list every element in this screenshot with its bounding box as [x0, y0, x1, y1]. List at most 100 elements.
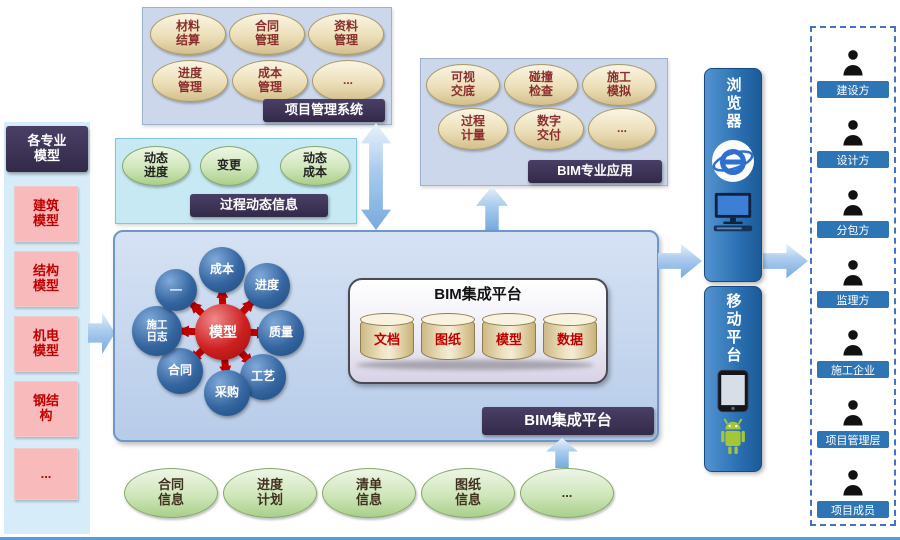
input-label: ... [561, 484, 573, 500]
process-item-change: 变更 [200, 146, 258, 186]
input-label: 清单 信息 [355, 477, 382, 507]
stakeholder-owner: 建设方 [816, 34, 890, 98]
stakeholder-label: 建设方 [817, 81, 889, 98]
cylinder-documents: 文档 [360, 313, 414, 360]
input-schedule-plan: 进度 计划 [223, 468, 317, 518]
process-item-label: 动态 成本 [302, 151, 327, 179]
hub-node-label: 质量 [268, 325, 293, 340]
hub-center-model: 模型 [195, 304, 251, 360]
input-label: 进度 计划 [256, 477, 283, 507]
app-item-label: 可视 交底 [450, 70, 475, 98]
worker-icon [836, 395, 870, 429]
hub-node-label: — [170, 282, 182, 297]
worker-icon [836, 185, 870, 219]
browser-channel: 浏览器 [704, 68, 762, 282]
hub-node-label: 采购 [214, 385, 239, 400]
input-drawing-info: 图纸 信息 [421, 468, 515, 518]
arrow-models-to-platform [88, 311, 115, 355]
app-item-clash: 碰撞 检查 [504, 64, 578, 106]
stakeholder-designer: 设计方 [816, 104, 890, 168]
process-info-title-label: 过程动态信息 [219, 197, 298, 213]
android-icon [714, 416, 752, 458]
model-item-more: ... [14, 448, 78, 500]
model-item-label: 机电 模型 [32, 328, 59, 358]
hub-node-label: 施工 日志 [146, 318, 168, 343]
pm-item-label: ... [342, 73, 353, 88]
stakeholder-supervisor: 监理方 [816, 244, 890, 308]
input-contract-info: 合同 信息 [124, 468, 218, 518]
pm-item-cost: 成本 管理 [232, 60, 308, 102]
stakeholder-members: 项目成员 [816, 454, 890, 518]
pm-system-title-label: 项目管理系统 [284, 102, 363, 118]
input-label: 图纸 信息 [454, 477, 481, 507]
cylinder-label: 模型 [495, 332, 522, 348]
hub-node-procurement: 采购 [204, 370, 250, 416]
stakeholder-label: 项目成员 [817, 501, 889, 518]
mobile-label: 移动平台 [724, 293, 742, 365]
worker-icon [836, 115, 870, 149]
app-item-simulation: 施工 模拟 [582, 64, 656, 106]
bim-apps-title: BIM专业应用 [528, 160, 662, 183]
pm-item-label: 材料 结算 [175, 19, 200, 47]
app-item-label: 施工 模拟 [606, 70, 631, 98]
worker-icon [836, 465, 870, 499]
hub-node-quality: 质量 [258, 310, 304, 356]
pm-item-more: ... [312, 60, 384, 102]
pm-item-material: 材料 结算 [150, 13, 226, 55]
cylinder-data: 数据 [543, 313, 597, 360]
hub-node-more: — [155, 269, 197, 311]
bottom-border-line [0, 537, 900, 540]
process-item-label: 变更 [216, 158, 241, 173]
model-item-architecture: 建筑 模型 [14, 186, 78, 242]
process-item-progress: 动态 进度 [122, 146, 190, 186]
pm-item-label: 成本 管理 [257, 66, 282, 94]
model-item-label: 结构 模型 [32, 263, 59, 293]
desktop-computer-icon [710, 191, 756, 235]
pm-item-label: 进度 管理 [177, 66, 202, 94]
arrow-channels-to-stakeholders [763, 243, 808, 279]
app-item-more: ... [588, 108, 656, 150]
stakeholder-label: 施工企业 [817, 361, 889, 378]
worker-icon [836, 325, 870, 359]
hub-node-progress: 进度 [244, 263, 290, 309]
models-title-label: 各专业 模型 [27, 133, 67, 163]
app-item-measure: 过程 计量 [438, 108, 508, 150]
tablet-icon [717, 369, 749, 413]
app-item-label: 数字 交付 [536, 114, 561, 142]
hub-node-cost: 成本 [199, 247, 245, 293]
cylinder-shadow [356, 360, 594, 370]
pm-item-label: 合同 管理 [254, 19, 279, 47]
process-info-title: 过程动态信息 [190, 194, 328, 217]
arrow-platform-to-channels [658, 243, 702, 279]
arrow-platform-to-apps [476, 186, 508, 230]
browser-label: 浏览器 [724, 77, 742, 131]
app-item-delivery: 数字 交付 [514, 108, 584, 150]
pm-system-title: 项目管理系统 [263, 99, 385, 122]
models-title: 各专业 模型 [6, 126, 88, 172]
app-item-label: 碰撞 检查 [528, 70, 553, 98]
pm-item-document: 资料 管理 [308, 13, 384, 55]
model-item-label: 钢结 构 [32, 393, 59, 423]
hub-node-label: 进度 [254, 278, 279, 293]
app-item-visual: 可视 交底 [426, 64, 500, 106]
input-more: ... [520, 468, 614, 518]
stakeholder-label: 设计方 [817, 151, 889, 168]
model-item-steel: 钢结 构 [14, 381, 78, 437]
stakeholder-label: 分包方 [817, 221, 889, 238]
process-item-cost: 动态 成本 [280, 146, 350, 186]
hub-center-label: 模型 [209, 323, 237, 340]
app-item-label: ... [616, 121, 627, 136]
hub-node-label: 工艺 [250, 369, 275, 384]
hub-node-label: 成本 [209, 262, 234, 277]
model-item-label: 建筑 模型 [32, 198, 59, 228]
pm-item-contract: 合同 管理 [229, 13, 305, 55]
process-item-label: 动态 进度 [143, 151, 168, 179]
cylinder-label: 文档 [373, 332, 400, 348]
input-label: 合同 信息 [157, 477, 184, 507]
app-item-label: 过程 计量 [460, 114, 485, 142]
pm-item-label: 资料 管理 [333, 19, 358, 47]
stakeholder-construction-company: 施工企业 [816, 314, 890, 378]
stakeholder-subcontractor: 分包方 [816, 174, 890, 238]
stakeholder-label: 监理方 [817, 291, 889, 308]
